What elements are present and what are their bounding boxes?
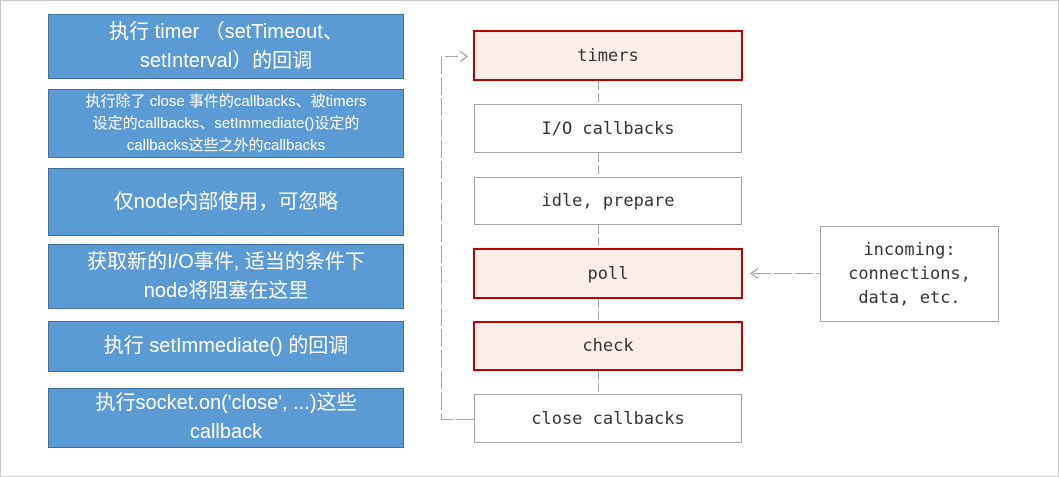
phase-label: timers <box>577 45 639 66</box>
note-text-line: 仅node内部使用，可忽略 <box>113 190 339 213</box>
phase-check: check <box>473 321 743 371</box>
note-text-line: setInterval）的回调 <box>139 49 313 72</box>
note-text-line: node将阻塞在这里 <box>143 279 309 302</box>
note-text-line: callbacks这些之外的callbacks <box>126 136 326 154</box>
note-text-line: 执行 setImmediate() 的回调 <box>103 335 349 357</box>
note-io-callbacks: 执行除了 close 事件的callbacks、被timers 设定的callb… <box>48 89 404 158</box>
note-text-line: 执行除了 close 事件的callbacks、被timers <box>85 92 367 110</box>
phase-label: poll <box>587 263 629 284</box>
phase-poll: poll <box>473 248 743 299</box>
note-check: 执行 setImmediate() 的回调 <box>48 321 404 372</box>
loop-arrowhead <box>459 51 468 62</box>
phase-timers: timers <box>473 30 743 81</box>
phase-label: close callbacks <box>531 408 685 429</box>
phase-label: idle, prepare <box>541 191 675 211</box>
note-text-line: 获取新的I/O事件, 适当的条件下 <box>87 250 365 273</box>
incoming-text-line: data, etc. <box>858 288 961 308</box>
incoming-text-line: incoming: <box>863 240 956 260</box>
phase-label: check <box>582 336 634 356</box>
incoming-arrowhead <box>750 268 759 279</box>
loop-back-line <box>441 56 474 420</box>
note-text-line: callback <box>189 421 263 443</box>
phase-label: I/O callbacks <box>541 118 675 139</box>
note-poll: 获取新的I/O事件, 适当的条件下 node将阻塞在这里 <box>48 244 404 309</box>
note-timers: 执行 timer （setTimeout、 setInterval）的回调 <box>48 14 404 79</box>
phase-idle-prepare: idle, prepare <box>474 177 742 225</box>
note-close-callbacks: 执行socket.on('close', ...)这些 callback <box>48 388 404 448</box>
note-text-line: 设定的callbacks、setImmediate()设定的 <box>92 114 360 132</box>
phase-close-callbacks: close callbacks <box>474 394 742 443</box>
note-idle-prepare: 仅node内部使用，可忽略 <box>48 168 404 236</box>
incoming-text-line: connections, <box>848 264 971 284</box>
note-text-line: 执行socket.on('close', ...)这些 <box>95 392 357 414</box>
incoming-source-box: incoming: connections, data, etc. <box>820 226 999 322</box>
phase-io-callbacks: I/O callbacks <box>474 104 742 153</box>
note-text-line: 执行 timer （setTimeout、 <box>109 20 343 43</box>
